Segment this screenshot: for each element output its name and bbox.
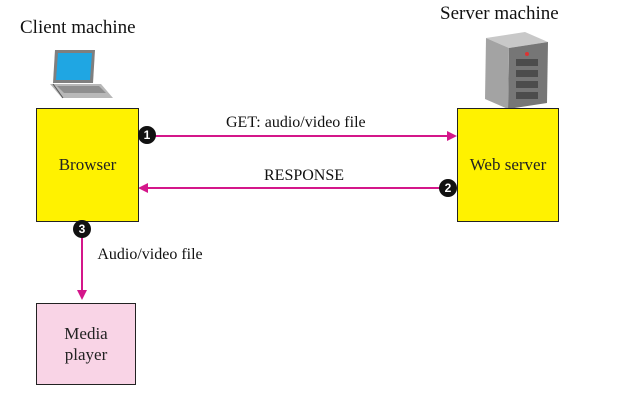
media-player-box: Media player	[36, 303, 136, 385]
client-machine-title: Client machine	[20, 17, 136, 38]
step-3-badge: 3	[73, 220, 91, 238]
browser-box: Browser	[36, 108, 139, 222]
server-machine-title: Server machine	[440, 3, 559, 24]
server-tower-icon	[485, 32, 548, 109]
response-label: RESPONSE	[264, 167, 345, 184]
transfer-label: Audio/video file	[97, 246, 203, 263]
request-label: GET: audio/video file	[226, 114, 366, 131]
laptop-icon	[50, 50, 113, 99]
browser-label: Browser	[58, 155, 117, 175]
step-2-badge: 2	[439, 179, 457, 197]
web-server-box: Web server	[457, 108, 559, 222]
web-server-label: Web server	[469, 155, 547, 175]
step-1-badge: 1	[138, 126, 156, 144]
media-player-label: Media player	[64, 323, 108, 364]
